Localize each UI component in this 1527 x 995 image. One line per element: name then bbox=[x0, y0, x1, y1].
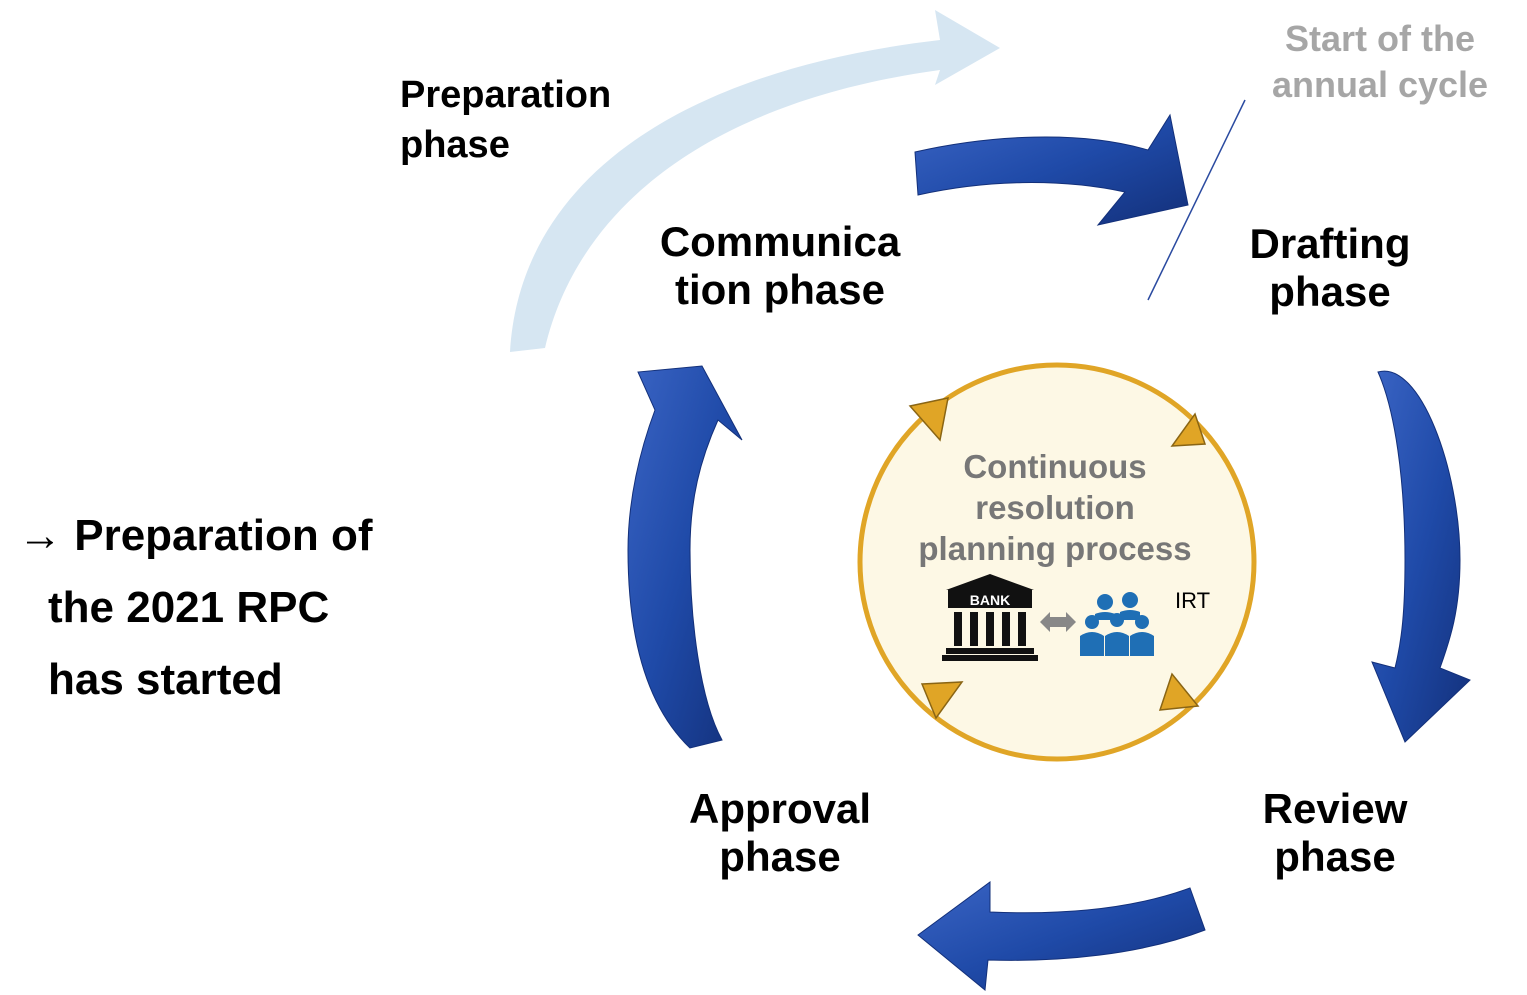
team-icon bbox=[1080, 592, 1154, 656]
irt-label: IRT bbox=[1175, 588, 1211, 613]
label-line: planning process bbox=[918, 530, 1192, 567]
cycle-arrow-right bbox=[1371, 370, 1471, 743]
circle-arrow-icon bbox=[1158, 672, 1200, 711]
label-line: annual cycle bbox=[1271, 64, 1489, 105]
label-line: Approval bbox=[688, 785, 872, 832]
note-line: → Preparation of bbox=[18, 511, 373, 560]
cycle-arrow-bottom bbox=[917, 881, 1206, 991]
label-line: Start of the bbox=[1284, 18, 1475, 59]
circle-arrow-icon bbox=[908, 397, 949, 442]
approval-phase-label: Approval phase bbox=[640, 785, 920, 881]
label-line: Drafting bbox=[1249, 220, 1411, 267]
label-line: phase bbox=[1274, 833, 1396, 880]
label-line: resolution bbox=[975, 489, 1135, 526]
label-line: Continuous bbox=[963, 448, 1147, 485]
label-line: Preparation bbox=[400, 74, 612, 116]
circle-arrow-icon bbox=[1170, 412, 1207, 447]
cycle-arrow-left bbox=[627, 365, 743, 749]
communication-phase-label: Communica tion phase bbox=[615, 218, 945, 314]
label-line: tion phase bbox=[674, 266, 886, 313]
label-line: phase bbox=[1269, 268, 1391, 315]
drafting-phase-label: Drafting phase bbox=[1195, 220, 1465, 316]
bank-sign: BANK bbox=[970, 592, 1010, 608]
status-note: → Preparation of the 2021 RPC has starte… bbox=[18, 500, 373, 716]
label-line: phase bbox=[400, 124, 510, 166]
label-line: Communica bbox=[659, 218, 901, 265]
cycle-arrow-top bbox=[914, 113, 1189, 226]
review-phase-label: Review phase bbox=[1200, 785, 1470, 881]
double-arrow-icon bbox=[1040, 612, 1076, 632]
continuous-process-label: Continuous resolution planning process bbox=[880, 446, 1230, 569]
cycle-start-divider bbox=[1147, 99, 1246, 301]
start-annual-cycle-label: Start of the annual cycle bbox=[1245, 16, 1515, 108]
label-line: phase bbox=[719, 833, 841, 880]
bank-icon: BANK bbox=[942, 574, 1038, 661]
label-line: Review bbox=[1262, 785, 1408, 832]
note-line: the 2021 RPC bbox=[48, 583, 330, 632]
circle-arrow-icon bbox=[920, 681, 964, 720]
preparation-arrow bbox=[510, 10, 1000, 352]
note-line: has started bbox=[48, 655, 283, 704]
preparation-phase-label: Preparation phase bbox=[400, 70, 611, 170]
